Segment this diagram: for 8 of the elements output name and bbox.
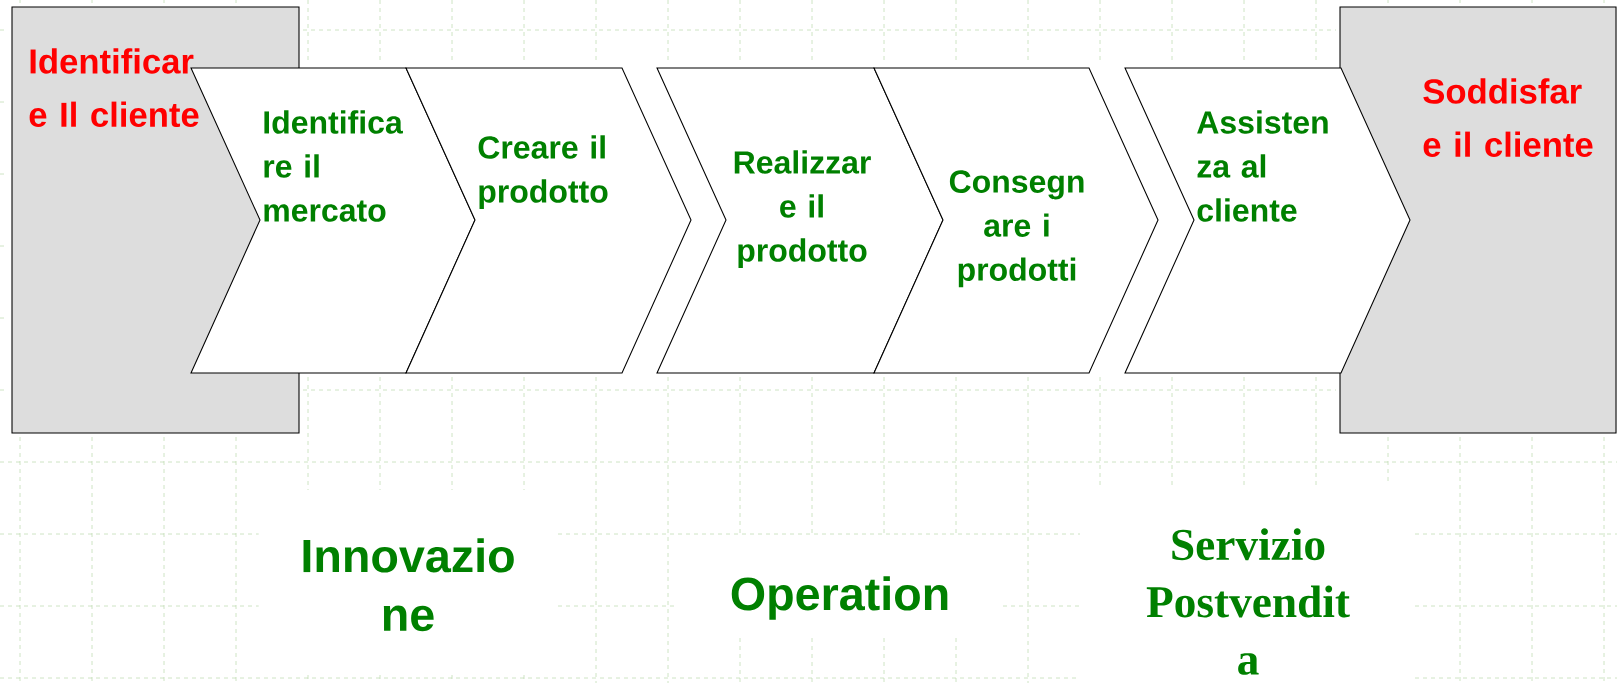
process-step: Assisten za al cliente: [1124, 67, 1411, 374]
category-label: Servizio Postvendit a: [1108, 512, 1388, 683]
process-step: Creare il prodotto: [405, 67, 692, 374]
category-label: Operation: [677, 560, 1003, 636]
process-step: Consegn are i prodotti: [873, 67, 1159, 374]
process-step: Realizzar e il prodotto: [656, 67, 944, 374]
shaded-box: Soddisfar e il cliente: [1339, 6, 1617, 434]
category-label: Innovazio ne: [258, 522, 558, 648]
